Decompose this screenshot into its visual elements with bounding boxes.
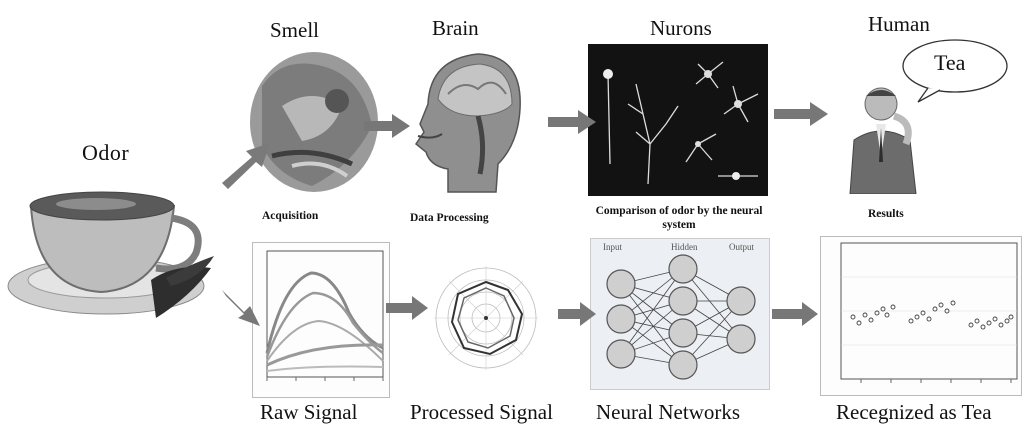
label-acquisition: Acquisition xyxy=(262,210,318,222)
speech-bubble-text: Tea xyxy=(934,50,965,76)
label-neurons: Nurons xyxy=(650,16,712,41)
raw-signal-plot xyxy=(252,242,390,398)
arrow-network-to-result xyxy=(772,300,820,328)
label-human: Human xyxy=(868,12,930,37)
arrow-brain-to-neurons xyxy=(548,108,598,136)
label-raw-signal: Raw Signal xyxy=(260,400,357,425)
recognition-scatter-plot xyxy=(820,236,1022,396)
label-brain: Brain xyxy=(432,16,479,41)
arrow-processed-to-network xyxy=(558,300,598,328)
arrow-smell-to-brain xyxy=(364,112,412,140)
arrow-odor-to-raw-signal xyxy=(220,282,264,328)
brain-head-image xyxy=(408,44,528,194)
arrow-neurons-to-human xyxy=(774,100,830,128)
label-smell: Smell xyxy=(270,18,319,43)
arrow-odor-to-smell xyxy=(218,135,278,190)
label-results: Results xyxy=(868,208,904,220)
label-processed-signal: Processed Signal xyxy=(410,400,553,425)
label-data-processing: Data Processing xyxy=(410,212,489,224)
processed-signal-radar xyxy=(430,262,542,374)
neurons-image xyxy=(588,44,768,196)
label-recognized-as-tea: Recegnized as Tea xyxy=(836,400,992,425)
neural-network-diagram: Input Hidden Output xyxy=(590,238,770,390)
label-comparison: Comparison of odor by the neural system xyxy=(584,204,774,232)
label-neural-networks: Neural Networks xyxy=(596,400,740,425)
tea-cup-image xyxy=(6,168,226,338)
arrow-raw-to-processed xyxy=(386,294,430,322)
label-odor: Odor xyxy=(82,140,129,166)
